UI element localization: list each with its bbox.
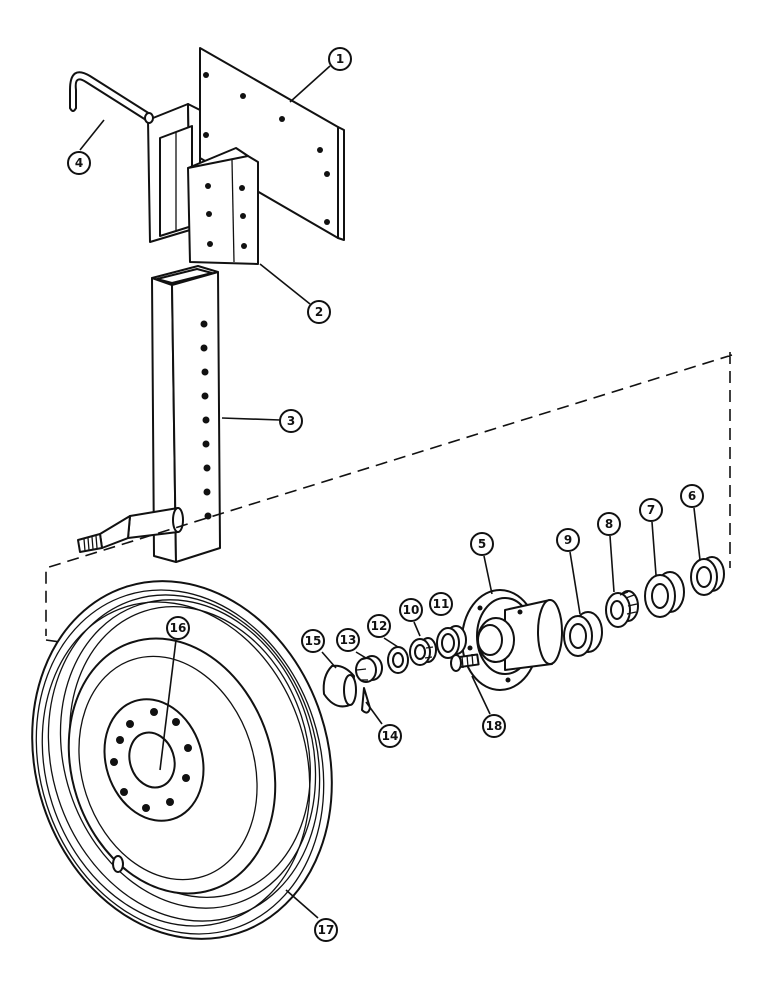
callout-17: 17: [314, 918, 338, 942]
wheel-rim: [67, 637, 277, 895]
leader-lines: [79, 65, 701, 919]
svg-text:10: 10: [403, 603, 420, 617]
callout-4: 4: [67, 151, 91, 175]
svg-text:9: 9: [564, 533, 572, 547]
svg-text:5: 5: [478, 537, 486, 551]
callout-10: 10: [399, 598, 423, 622]
svg-text:11: 11: [433, 597, 450, 611]
castle-nut: [355, 655, 383, 683]
svg-text:4: 4: [75, 156, 83, 170]
svg-text:17: 17: [318, 923, 335, 937]
callout-16: 16: [166, 616, 190, 640]
dust-cap: [322, 664, 357, 708]
callout-6: 6: [680, 484, 704, 508]
cotter-pin: [361, 687, 371, 714]
svg-text:3: 3: [287, 414, 295, 428]
jack-bracket: [147, 103, 259, 265]
bearing-cone-outer: [409, 637, 437, 666]
svg-text:15: 15: [305, 634, 322, 648]
svg-text:14: 14: [382, 729, 399, 743]
bearing-cup-inner: [563, 611, 603, 657]
svg-text:6: 6: [688, 489, 696, 503]
callout-2: 2: [307, 300, 331, 324]
bearing-cup-outer: [436, 625, 467, 659]
svg-text:18: 18: [486, 719, 503, 733]
callout-11: 11: [429, 592, 453, 616]
spindle-washer: [387, 646, 409, 674]
callout-9: 9: [556, 528, 580, 552]
callout-8: 8: [597, 512, 621, 536]
locking-pin: [69, 71, 154, 124]
svg-text:8: 8: [605, 517, 613, 531]
callout-13: 13: [336, 628, 360, 652]
callout-12: 12: [367, 614, 391, 638]
svg-text:2: 2: [315, 305, 323, 319]
svg-text:7: 7: [647, 503, 655, 517]
callout-15: 15: [301, 629, 325, 653]
callout-1: 1: [328, 47, 352, 71]
callout-5: 5: [470, 532, 494, 556]
svg-text:12: 12: [371, 619, 388, 633]
callout-18: 18: [482, 714, 506, 738]
svg-text:16: 16: [170, 621, 187, 635]
jack-post: [77, 265, 221, 563]
callout-14: 14: [378, 724, 402, 748]
bearing-cone-inner: [605, 590, 639, 628]
wheel-bolt: [450, 653, 480, 672]
wheel-hub: [461, 589, 563, 691]
seal-ring: [690, 556, 725, 596]
svg-text:13: 13: [340, 633, 357, 647]
callout-3: 3: [279, 409, 303, 433]
grease-seal: [644, 571, 685, 618]
svg-text:1: 1: [336, 52, 344, 66]
callout-7: 7: [639, 498, 663, 522]
